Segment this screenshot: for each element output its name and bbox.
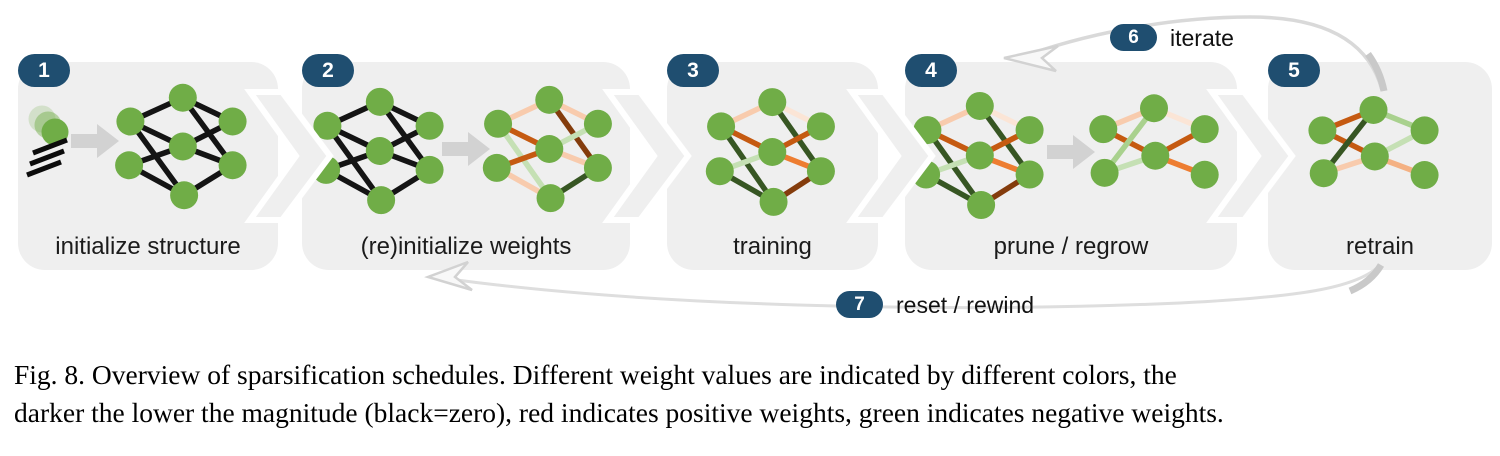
step-5-label: retrain xyxy=(1345,233,1415,260)
caption-line-1: Fig. 8. Overview of sparsification sched… xyxy=(14,359,1177,390)
step-arrow-icon xyxy=(846,89,936,223)
stacked-node-icon xyxy=(26,105,69,178)
loop-6-label: iterate xyxy=(1170,25,1234,51)
step-1-label: initialize structure xyxy=(55,233,241,260)
loop-7-badge: 7 xyxy=(836,291,883,318)
step-1-badge: 1 xyxy=(18,54,70,87)
figure-caption: Fig. 8. Overview of sparsification sched… xyxy=(14,356,1492,432)
step-2-badge: 2 xyxy=(302,54,354,87)
step-panel-retrain: 5 retrain xyxy=(1268,54,1492,270)
flow-arrow-icon xyxy=(1047,135,1095,169)
step-4-badge: 4 xyxy=(905,54,957,87)
step-arrow-icon xyxy=(602,89,692,223)
loop-7-label: reset / rewind xyxy=(896,292,1035,318)
network-before-pruning xyxy=(912,91,1044,220)
network-retrained xyxy=(1308,95,1439,190)
step-panel-reinitialize-weights: 2 (re)initialize weights xyxy=(302,54,630,270)
edge-strokes-icon xyxy=(26,137,68,178)
flow-arrow-icon xyxy=(442,132,490,166)
step-arrow-icon xyxy=(244,89,334,223)
step-5-badge: 5 xyxy=(1268,54,1320,87)
step-4-label: prune / regrow xyxy=(993,233,1149,260)
network-zero-weights xyxy=(312,87,444,215)
network-initial-structure xyxy=(115,83,247,210)
step-panel-prune-regrow: 4 prune / regrow xyxy=(905,54,1237,270)
caption-line-2: darker the lower the magnitude (black=ze… xyxy=(14,397,1224,428)
step-3-badge: 3 xyxy=(667,54,719,87)
step-2-label: (re)initialize weights xyxy=(360,233,572,260)
loop-6-badge: 6 xyxy=(1110,24,1157,51)
step-3-label: training xyxy=(733,233,812,260)
network-pruned-regrown xyxy=(1089,94,1219,189)
flow-arrow-icon xyxy=(71,124,119,158)
step-panel-initialize-structure: 1 initialize structure xyxy=(18,54,278,270)
step-arrow-icon xyxy=(1206,89,1296,223)
step-panel-training: 3 training xyxy=(667,54,878,270)
network-initialized-weights xyxy=(482,85,612,213)
network-training xyxy=(705,88,835,216)
